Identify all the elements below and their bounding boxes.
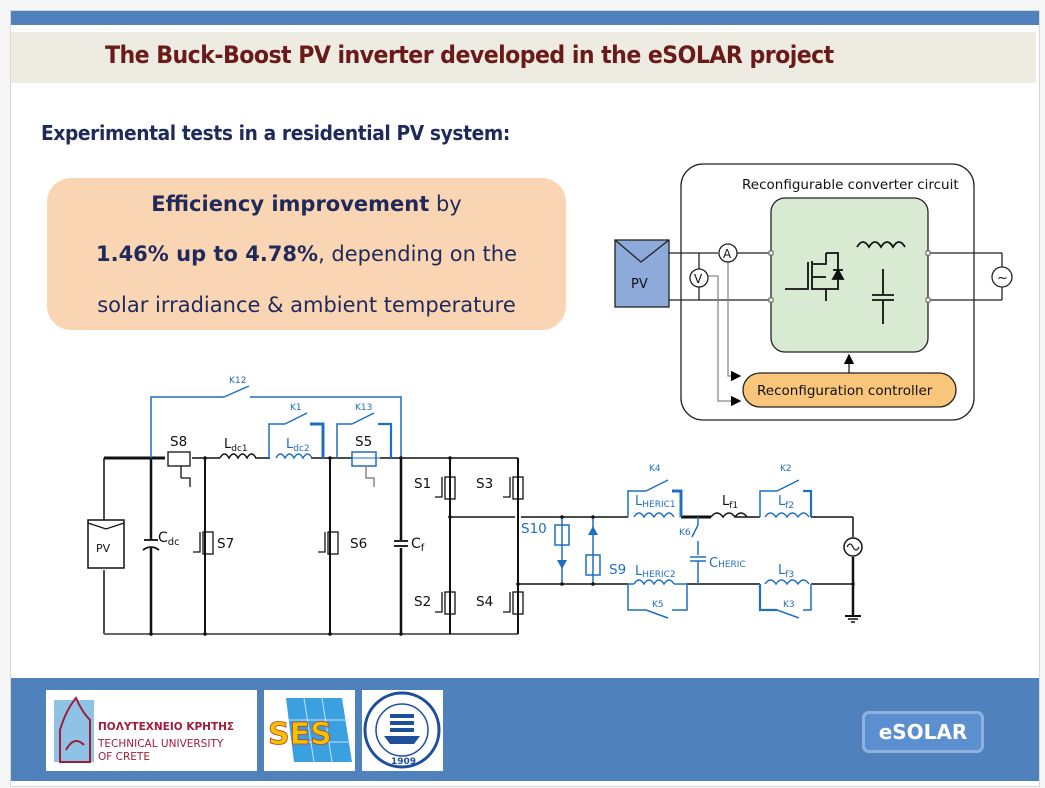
capacitor-icon — [872, 269, 894, 324]
converter-block — [770, 197, 929, 353]
callout-line-3: solar irradiance & ambient temperature — [97, 293, 516, 317]
schematic-pv-icon — [87, 519, 125, 569]
callout-text-2: , depending on the — [318, 242, 518, 266]
k3-label: K3 — [783, 600, 795, 610]
top-accent-bar — [11, 11, 1039, 25]
s5-label: S5 — [355, 434, 372, 450]
lf1-label: Lf1 — [722, 494, 738, 511]
s2-mosfet-icon — [435, 591, 456, 615]
cdc-label: Cdc — [158, 530, 180, 548]
s3-label: S3 — [476, 476, 493, 492]
ac-grid-symbol: ~ — [997, 271, 1008, 286]
inductor-icon — [856, 241, 906, 249]
lheric1-inductor-icon — [633, 512, 675, 519]
s6-label: S6 — [350, 536, 367, 552]
ac-grid-icon — [991, 266, 1013, 288]
k4-label: K4 — [649, 464, 661, 474]
logo-technical-university-of-crete: ΠΟΛΥΤΕΧΝΕΙΟ ΚΡΗΤΗΣ TECHNICAL UNIVERSITY … — [46, 690, 257, 771]
logo-ses: SES — [264, 690, 355, 771]
cf-label: Cf — [411, 536, 425, 554]
voltmeter-label: V — [694, 272, 703, 286]
s8-label: S8 — [170, 434, 187, 450]
callout-line-2: 1.46% up to 4.78%, depending on the — [47, 242, 566, 266]
efficiency-callout: Efficiency improvement by 1.46% up to 4.… — [47, 178, 566, 330]
mosfet-icon — [785, 252, 845, 301]
voltmeter-icon — [689, 268, 709, 288]
ldc1-inductor-icon — [219, 453, 257, 460]
svg-text:OF CRETE: OF CRETE — [98, 751, 150, 763]
s3-mosfet-icon — [503, 476, 524, 500]
k12-label: K12 — [229, 376, 246, 386]
s10-label: S10 — [521, 521, 547, 537]
slide-subtitle: Experimental tests in a residential PV s… — [41, 121, 510, 145]
ldc2-label: Ldc2 — [286, 437, 310, 454]
block-wires — [669, 252, 1003, 301]
ac-wave-icon — [846, 543, 860, 551]
ldc1-label: Ldc1 — [224, 437, 248, 454]
lheric2-inductor-icon — [633, 579, 675, 586]
s2-label: S2 — [414, 594, 431, 610]
controller-label: Reconfiguration controller — [757, 383, 933, 399]
cf-capacitor-icon — [394, 540, 408, 547]
s9-label: S9 — [609, 562, 626, 578]
lheric2-label: LHERIC2 — [635, 564, 676, 580]
reconfiguration-controller-block — [742, 372, 957, 408]
slide-title: The Buck-Boost PV inverter developed in … — [105, 41, 834, 69]
lf1-inductor-icon — [710, 512, 748, 519]
schematic-pv-label: PV — [96, 542, 111, 555]
schematic-wires — [103, 456, 861, 635]
k5-label: K5 — [652, 600, 664, 610]
k1-label: K1 — [290, 403, 302, 413]
svg-text:TECHNICAL UNIVERSITY: TECHNICAL UNIVERSITY — [97, 738, 224, 750]
smu-seal-icon: 1909 — [363, 691, 441, 769]
s7-label: S7 — [217, 536, 234, 552]
callout-bold-1: Efficiency improvement — [151, 192, 430, 216]
ses-logo-icon: SES — [268, 697, 352, 763]
lf2-label: Lf2 — [778, 494, 794, 511]
callout-text-1: by — [429, 192, 462, 216]
svg-text:1909: 1909 — [391, 757, 416, 767]
svg-text:SES: SES — [268, 717, 332, 752]
s8-mosfet-icon — [167, 451, 191, 487]
callout-line-1: Efficiency improvement by — [47, 192, 566, 216]
callout-bold-2: 1.46% up to 4.78% — [95, 242, 319, 266]
lf2-inductor-icon — [764, 512, 810, 519]
logo-shanghai-maritime-university: 1909 — [362, 690, 443, 771]
ammeter-icon — [718, 243, 738, 263]
s7-mosfet-icon — [193, 531, 214, 555]
s4-label: S4 — [476, 594, 493, 610]
esolar-badge[interactable]: eSOLAR — [862, 711, 984, 753]
terminal-dots — [768, 250, 931, 303]
tuc-emblem-icon: ΠΟΛΥΤΕΧΝΕΙΟ ΚΡΗΤΗΣ TECHNICAL UNIVERSITY … — [54, 696, 234, 763]
blue-diodes — [557, 526, 598, 569]
mosfet-switches — [167, 451, 524, 615]
ldc2-inductor-icon — [275, 453, 313, 460]
lheric1-label: LHERIC1 — [635, 494, 676, 510]
k6-label: K6 — [679, 528, 691, 538]
k2-label: K2 — [780, 464, 792, 474]
lf3-inductor-icon — [764, 579, 810, 586]
frame-label: Reconfigurable converter circuit — [742, 177, 959, 193]
junction-dots — [149, 456, 855, 636]
cheric-label: CHERIC — [709, 556, 746, 571]
s1-label: S1 — [414, 476, 431, 492]
lf3-label: Lf3 — [778, 563, 794, 580]
title-bar — [11, 32, 1036, 83]
block-pv-label: PV — [631, 277, 648, 292]
s6-mosfet-icon — [318, 531, 339, 555]
s4-mosfet-icon — [503, 591, 524, 615]
blue-reconfiguration-wires — [150, 385, 813, 619]
k13-label: K13 — [355, 403, 372, 413]
svg-text:ΠΟΛΥΤΕΧΝΕΙΟ ΚΡΗΤΗΣ: ΠΟΛΥΤΕΧΝΕΙΟ ΚΡΗΤΗΣ — [98, 721, 234, 733]
s1-mosfet-icon — [435, 476, 456, 500]
sense-wires — [707, 262, 742, 407]
cdc-capacitor-icon — [142, 539, 160, 551]
pv-panel-icon — [614, 239, 670, 308]
ammeter-label: A — [723, 247, 732, 261]
